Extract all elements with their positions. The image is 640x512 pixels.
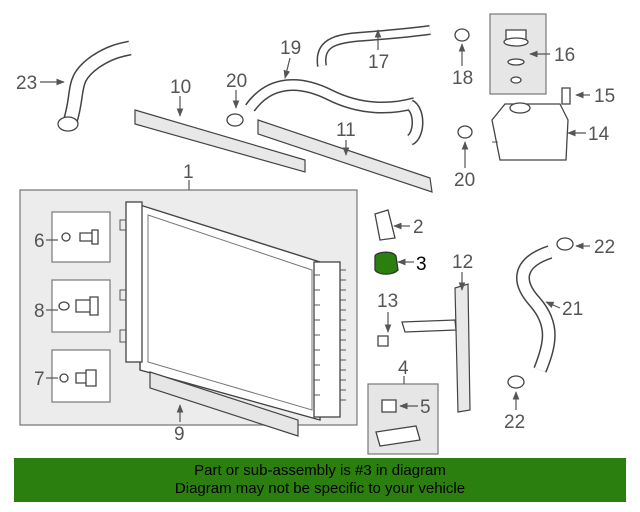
callout-10: 10 xyxy=(170,77,191,98)
leader-lines xyxy=(40,29,590,422)
callout-9: 9 xyxy=(174,424,185,445)
part-4-box xyxy=(367,383,439,455)
callout-4: 4 xyxy=(398,358,409,379)
part-23-hose-drawing xyxy=(57,40,132,132)
callout-14: 14 xyxy=(588,124,610,145)
callout-6: 6 xyxy=(34,231,45,252)
callout-13: 13 xyxy=(377,291,398,312)
clamp-drawings xyxy=(226,28,574,389)
callout-5: 5 xyxy=(420,397,431,418)
callout-numbers: 23 10 20 19 17 18 16 15 14 20 11 1 2 3 1… xyxy=(16,38,615,445)
part-10-baffle-drawing xyxy=(134,109,306,173)
banner-line-2: Diagram may not be specific to your vehi… xyxy=(174,480,466,497)
callout-22-upper: 22 xyxy=(594,237,615,258)
part-11-baffle-drawing xyxy=(257,119,433,193)
callout-8: 8 xyxy=(34,301,45,322)
callout-1: 1 xyxy=(183,162,194,183)
callout-22-lower: 22 xyxy=(504,412,525,433)
part-3-highlighted-drawing xyxy=(374,251,399,275)
callout-16: 16 xyxy=(554,45,575,66)
banner-line-1: Part or sub-assembly is #3 in diagram xyxy=(194,462,446,479)
radiator-assembly-group xyxy=(19,189,358,426)
callout-20-upper: 20 xyxy=(226,71,247,92)
part-17-hose-drawing xyxy=(316,25,431,67)
callout-23: 23 xyxy=(16,73,37,94)
callout-20-lower: 20 xyxy=(454,170,475,191)
part-21-hose-drawing xyxy=(516,245,556,373)
callout-19: 19 xyxy=(280,38,301,59)
callout-17: 17 xyxy=(368,52,389,73)
callout-15: 15 xyxy=(594,86,615,107)
callout-12: 12 xyxy=(452,252,473,273)
callout-21: 21 xyxy=(562,299,583,320)
part-9-lower-seal-drawing xyxy=(149,371,299,437)
radiator-drawing xyxy=(119,201,346,421)
part-16-cap-box xyxy=(489,13,547,95)
callout-7: 7 xyxy=(34,369,45,390)
part-14-reservoir-drawing xyxy=(491,102,569,161)
part-19-hose-drawing xyxy=(245,79,424,146)
callout-11: 11 xyxy=(336,120,356,141)
callout-18: 18 xyxy=(452,68,473,89)
info-banner: Part or sub-assembly is #3 in diagram Di… xyxy=(14,458,626,502)
part-2-bracket-drawing xyxy=(374,209,396,241)
part-13-bolt-drawing xyxy=(377,335,389,347)
callout-3: 3 xyxy=(416,254,427,275)
part-15-clip-drawing xyxy=(561,87,571,105)
callout-2: 2 xyxy=(413,217,424,238)
